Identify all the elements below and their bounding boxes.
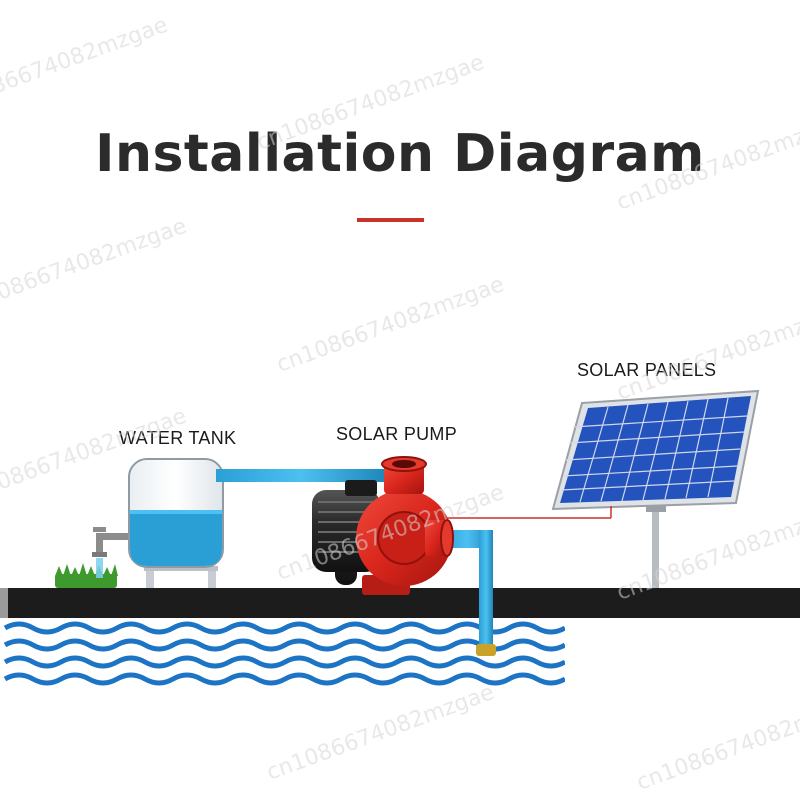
- solar-panel-array: [551, 389, 760, 588]
- solar-pump: [312, 456, 454, 595]
- faucet-icon: [92, 527, 132, 578]
- solar-panels-label: SOLAR PANELS: [577, 360, 717, 380]
- title-underline: [357, 218, 424, 222]
- grass-icon: [55, 563, 118, 588]
- diagram-title: Installation Diagram: [95, 124, 705, 184]
- outlet-pipe: [216, 469, 386, 482]
- underground-water-waves: [3, 621, 567, 686]
- water-tank: [128, 458, 224, 588]
- water-tank-label: WATER TANK: [119, 428, 237, 448]
- ground-edge-left: [0, 588, 8, 618]
- solar-pump-label: SOLAR PUMP: [336, 424, 458, 444]
- suction-pipe: [441, 530, 496, 656]
